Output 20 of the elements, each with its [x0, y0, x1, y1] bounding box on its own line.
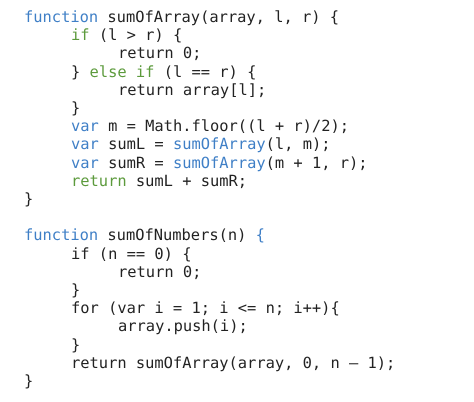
code-line: for (var i = 1; i <= n; i++){	[71, 299, 340, 318]
code-line: function sumOfArray(array, l, r) {	[24, 8, 340, 26]
code-line: }	[71, 99, 80, 117]
code-line: return 0;	[118, 262, 202, 281]
code-line: } else if (l == r) {	[71, 62, 256, 81]
code-line: }	[24, 372, 34, 390]
code-line: var sumR = sumOfArray(m + 1, r);	[71, 154, 368, 172]
code-line: if (l > r) {	[71, 26, 182, 44]
code-line: return sumOfArray(array, 0, n – 1);	[71, 354, 396, 372]
code-line: }	[24, 190, 34, 208]
code-line: if (n == 0) {	[71, 244, 192, 263]
code-line: var m = Math.floor((l + r)/2);	[71, 117, 349, 136]
code-line: var sumL = sumOfArray(l, m);	[71, 135, 330, 154]
code-line: return sumL + sumR;	[71, 172, 248, 190]
code-line: return 0;	[118, 44, 202, 62]
code-line: function sumOfNumbers(n) {	[24, 226, 265, 244]
code-line: array.push(i);	[118, 317, 248, 336]
code-line: }	[71, 281, 80, 299]
code-line: return array[l];	[118, 80, 266, 99]
code-line: }	[71, 336, 80, 354]
